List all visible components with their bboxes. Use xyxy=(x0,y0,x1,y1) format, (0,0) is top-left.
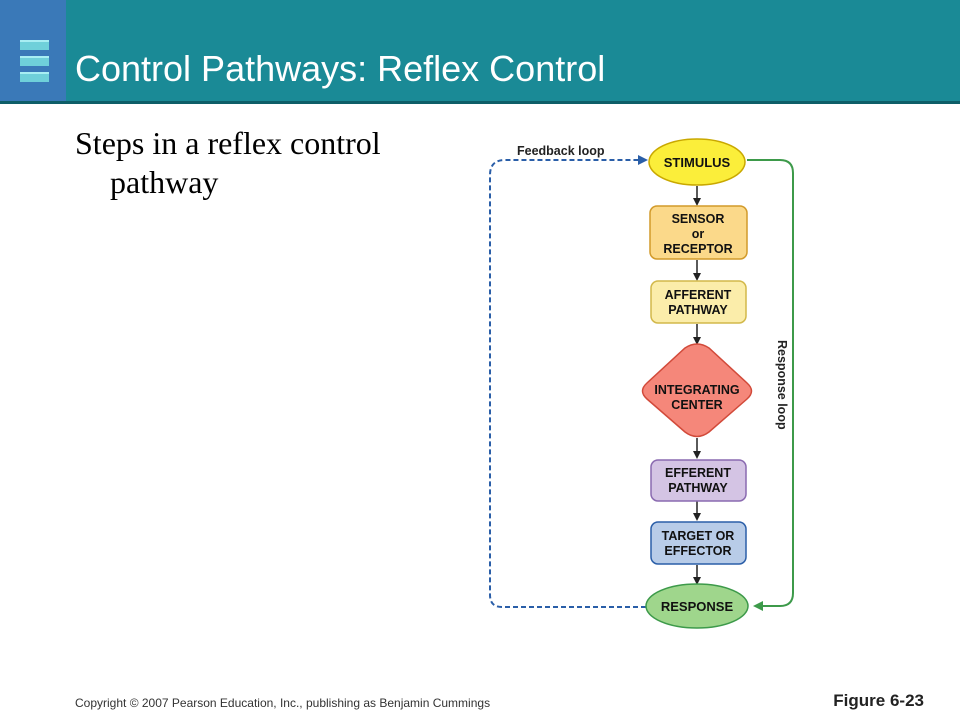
logo-bar-icon xyxy=(20,72,49,82)
response-loop-label: Response loop xyxy=(775,340,789,430)
footer-copyright: Copyright © 2007 Pearson Education, Inc.… xyxy=(75,696,491,710)
integrating-label-line1: INTEGRATING xyxy=(654,383,739,397)
title-bar xyxy=(0,0,960,101)
sensor-label-line2: or xyxy=(692,227,705,241)
response-loop-line xyxy=(747,159,794,611)
logo-bar-icon xyxy=(20,40,49,50)
stimulus-label: STIMULUS xyxy=(664,155,731,170)
stimulus-node: STIMULUS xyxy=(648,138,746,186)
bullet-text: Steps in a reflex control pathway xyxy=(75,125,381,200)
sensor-label-line1: SENSOR xyxy=(672,212,725,226)
reflex-pathway-diagram: Feedback loop Response loop STIMULUS SEN… xyxy=(489,138,794,629)
figure-label: Figure 6-23 xyxy=(833,691,924,710)
afferent-pathway-node: AFFERENT PATHWAY xyxy=(650,280,747,324)
afferent-label-line1: AFFERENT xyxy=(665,288,732,302)
efferent-label-line1: EFFERENT xyxy=(665,466,731,480)
effector-label-line1: TARGET OR xyxy=(662,529,735,543)
title-bar-shadow xyxy=(0,101,960,104)
slide-title: Control Pathways: Reflex Control xyxy=(75,48,606,89)
logo-bar-icon xyxy=(20,56,49,66)
sensor-label-line3: RECEPTOR xyxy=(663,242,732,256)
logo-block xyxy=(0,0,66,101)
sensor-node: SENSOR or RECEPTOR xyxy=(649,205,748,260)
response-label: RESPONSE xyxy=(661,599,734,614)
integrating-label-line2: CENTER xyxy=(671,398,722,412)
effector-label-line2: EFFECTOR xyxy=(664,544,731,558)
afferent-label-line2: PATHWAY xyxy=(668,303,728,317)
efferent-label-line2: PATHWAY xyxy=(668,481,728,495)
integrating-center-node: INTEGRATING CENTER xyxy=(641,343,753,438)
effector-node: TARGET OR EFFECTOR xyxy=(650,521,747,565)
response-node: RESPONSE xyxy=(645,583,749,629)
feedback-loop-line xyxy=(489,155,648,608)
efferent-pathway-node: EFFERENT PATHWAY xyxy=(650,459,747,502)
feedback-loop-label: Feedback loop xyxy=(517,144,605,158)
